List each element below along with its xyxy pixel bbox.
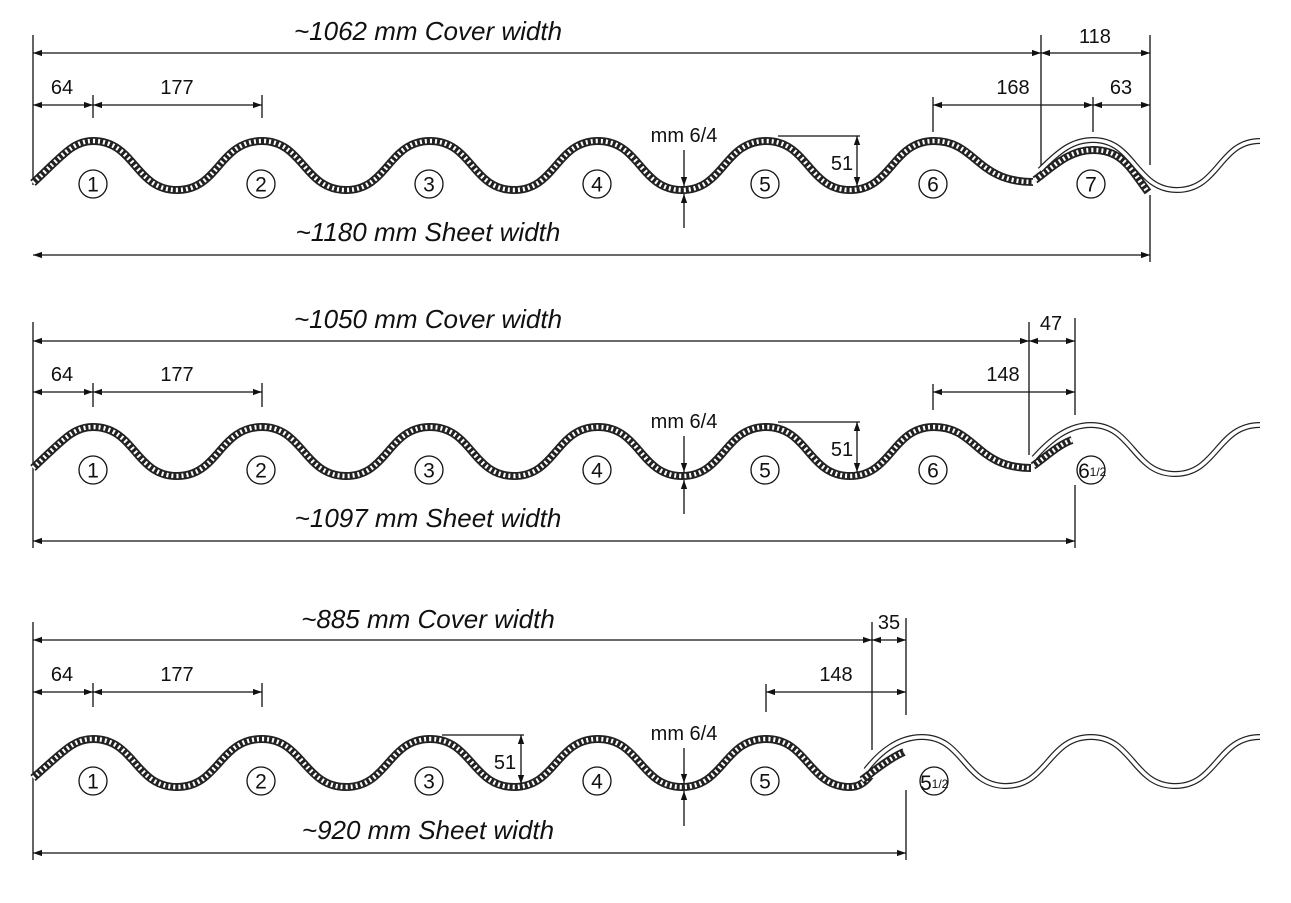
corrugation-marker: 2: [246, 169, 276, 199]
half-corrugation-fraction: 1/2: [1090, 465, 1107, 479]
corrugation-number: 1: [87, 460, 99, 483]
profile-2: ~1050 mm Cover width 47 64 177 148 51 mm…: [30, 304, 1261, 548]
corrugated-sheet-profile: [30, 136, 1152, 195]
thickness-label: mm 6/4: [651, 723, 718, 745]
end-label: 63: [1110, 77, 1132, 99]
sheet-width-label: ~1180 mm Sheet width: [296, 217, 561, 247]
corrugation-marker: 6: [918, 455, 948, 485]
cover-width-label: ~1050 mm Cover width: [294, 304, 562, 334]
first-crest-label: 64: [51, 664, 73, 686]
corrugation-marker: 5: [750, 455, 780, 485]
corrugated-sheet-profile: [30, 734, 906, 792]
corrugation-number: 6: [927, 460, 939, 483]
corrugation-number: 5: [759, 174, 771, 197]
corrugation-marker: 3: [414, 169, 444, 199]
corrugation-marker: 3: [414, 455, 444, 485]
height-label: 51: [831, 439, 853, 461]
pitch-label: 177: [160, 664, 193, 686]
half-corrugation-number: 6: [1078, 460, 1090, 483]
half-corrugation-number: 5: [920, 772, 932, 795]
adjacent-sheet-outline: [1031, 421, 1261, 478]
corrugation-marker: 2: [246, 766, 276, 796]
corrugation-number: 3: [423, 174, 435, 197]
sheet-width-label: ~1097 mm Sheet width: [295, 503, 562, 533]
corrugation-marker: 4: [582, 455, 612, 485]
first-crest-label: 64: [51, 364, 73, 386]
profile-3: ~885 mm Cover width 35 64 177 148 51 mm …: [30, 604, 1261, 860]
corrugation-marker: 1: [78, 455, 108, 485]
corrugation-number: 1: [87, 771, 99, 794]
half-corrugation-fraction: 1/2: [932, 777, 949, 791]
adjacent-sheet-outline: [863, 733, 1261, 790]
corrugation-number: 4: [591, 174, 603, 197]
corrugation-number: 4: [591, 771, 603, 794]
pitch-label: 177: [160, 364, 193, 386]
corrugation-marker: 4: [582, 169, 612, 199]
corrugation-marker: 4: [582, 766, 612, 796]
height-label: 51: [831, 153, 853, 175]
corrugation-number: 7: [1085, 174, 1097, 197]
corrugation-marker: 3: [414, 766, 444, 796]
overlap-label: 35: [878, 612, 900, 634]
height-label: 51: [494, 752, 516, 774]
overlap-label: 118: [1079, 26, 1111, 48]
corrugation-marker: 6: [918, 169, 948, 199]
corrugation-number: 3: [423, 460, 435, 483]
adjacent-sheet-outline: [1037, 136, 1261, 194]
corrugation-marker: 5: [750, 766, 780, 796]
corrugation-number: 2: [255, 460, 267, 483]
overlap-label: 47: [1040, 313, 1062, 335]
corrugation-number: 5: [759, 771, 771, 794]
cover-width-label: ~885 mm Cover width: [301, 604, 555, 634]
pitch-label: 177: [160, 77, 193, 99]
half-corrugation-marker: 5 1/2: [919, 766, 949, 796]
corrugation-marker: 1: [78, 766, 108, 796]
corrugation-number: 4: [591, 460, 603, 483]
corrugation-number: 6: [927, 174, 939, 197]
corrugation-marker: 7: [1076, 169, 1106, 199]
thickness-label: mm 6/4: [651, 411, 718, 433]
sheet-width-label: ~920 mm Sheet width: [302, 815, 554, 845]
thickness-label: mm 6/4: [651, 125, 718, 147]
corrugation-marker: 2: [246, 455, 276, 485]
lap-label: 168: [996, 77, 1029, 99]
lap-label: 148: [819, 664, 852, 686]
corrugation-marker: 1: [78, 169, 108, 199]
corrugated-sheet-profile: [30, 422, 1074, 481]
corrugation-number: 2: [255, 174, 267, 197]
cover-width-label: ~1062 mm Cover width: [294, 16, 562, 46]
corrugation-number: 3: [423, 771, 435, 794]
corrugation-number: 5: [759, 460, 771, 483]
corrugation-number: 2: [255, 771, 267, 794]
corrugation-number: 1: [87, 174, 99, 197]
first-crest-label: 64: [51, 77, 73, 99]
lap-label: 148: [986, 364, 1019, 386]
half-corrugation-marker: 6 1/2: [1076, 455, 1107, 485]
corrugation-marker: 5: [750, 169, 780, 199]
profile-1: ~1062 mm Cover width 118 64 177 168 63 5: [30, 16, 1261, 262]
